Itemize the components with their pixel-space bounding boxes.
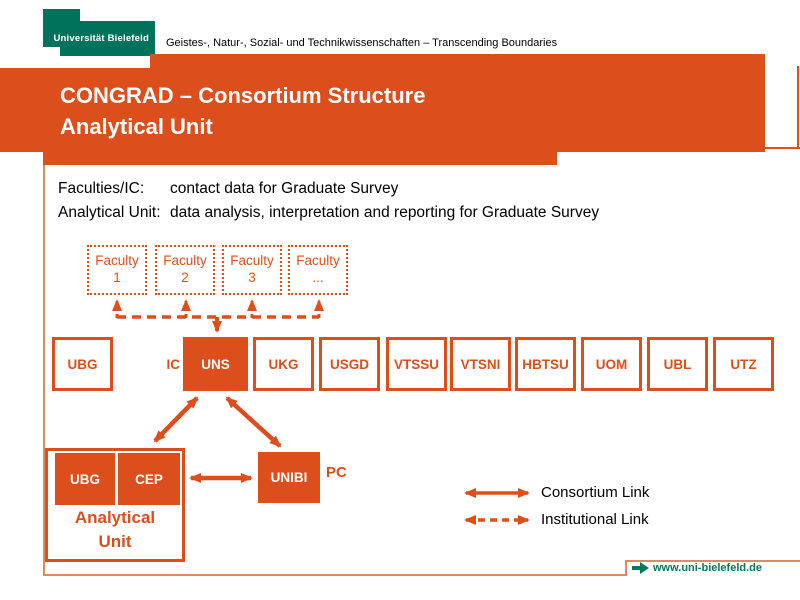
unibi-box: UNIBI: [258, 452, 320, 503]
legend-consortium-link: Consortium Link: [541, 484, 650, 501]
legend-institutional-link: Institutional Link: [541, 511, 649, 528]
content-bottom-border: [43, 574, 627, 576]
analytical-unit-member-cep: CEP: [118, 453, 180, 505]
banner-sub-strip: [43, 152, 557, 165]
analytical-unit-label-line2: Unit: [98, 532, 132, 551]
footer-box-left-line: [625, 560, 627, 576]
analytical-unit-label: Analytical Unit: [45, 506, 185, 554]
title-line-1: CONGRAD – Consortium Structure: [60, 83, 426, 108]
institution-box-ubg: UBG: [52, 337, 113, 391]
page-title: CONGRAD – Consortium Structure Analytica…: [60, 80, 425, 142]
institution-box-vtssu: VTSSU: [386, 337, 447, 391]
title-line-2: Analytical Unit: [60, 114, 213, 139]
banner-right-edge: [797, 66, 799, 149]
faculty-index: 1: [113, 270, 121, 285]
institution-box-uom: UOM: [581, 337, 642, 391]
intro-row-faculties: Faculties/IC: contact data for Graduate …: [58, 177, 599, 201]
faculty-title: Faculty: [163, 253, 207, 268]
faculty-index: ...: [312, 270, 324, 285]
faculty-box-1: Faculty 1: [87, 245, 147, 295]
analytical-unit-member-ubg: UBG: [55, 453, 115, 505]
banner-top-strip: [150, 54, 765, 69]
university-logo-icon: [43, 9, 155, 56]
content-left-border: [43, 165, 45, 575]
faculty-title: Faculty: [230, 253, 274, 268]
website-link[interactable]: www.uni-bielefeld.de: [653, 562, 762, 574]
institution-box-uns: UNS: [183, 337, 248, 391]
faculty-box-etc: Faculty ...: [288, 245, 348, 295]
footer-box-top-line: [625, 560, 800, 562]
faculty-title: Faculty: [296, 253, 340, 268]
pc-label: PC: [326, 464, 347, 481]
green-arrow-icon: [632, 562, 649, 574]
institution-box-ukg: UKG: [253, 337, 314, 391]
faculty-box-2: Faculty 2: [155, 245, 215, 295]
header-tagline: Geistes-, Natur-, Sozial- und Technikwis…: [166, 37, 558, 49]
intro-row-analytical-unit: Analytical Unit: data analysis, interpre…: [58, 201, 599, 225]
faculty-index: 2: [181, 270, 189, 285]
analytical-unit-label-line1: Analytical: [74, 508, 156, 527]
banner-right-line: [763, 147, 800, 149]
institution-box-vtsni: VTSNI: [450, 337, 511, 391]
institution-box-hbtsu: HBTSU: [515, 337, 576, 391]
ic-label: IC: [166, 357, 181, 372]
university-logo-text: Universität Bielefeld: [53, 33, 149, 44]
banner-main: [0, 68, 765, 152]
intro-label: Faculties/IC:: [58, 180, 145, 197]
faculty-box-3: Faculty 3: [222, 245, 282, 295]
institution-box-ubl: UBL: [647, 337, 708, 391]
faculty-index: 3: [248, 270, 256, 285]
institution-box-utz: UTZ: [713, 337, 774, 391]
intro-label: Analytical Unit:: [58, 204, 161, 221]
institution-box-usgd: USGD: [319, 337, 380, 391]
faculty-title: Faculty: [95, 253, 139, 268]
intro-value: data analysis, interpretation and report…: [170, 204, 600, 221]
intro-value: contact data for Graduate Survey: [170, 180, 399, 197]
intro-text: Faculties/IC: contact data for Graduate …: [58, 177, 599, 225]
